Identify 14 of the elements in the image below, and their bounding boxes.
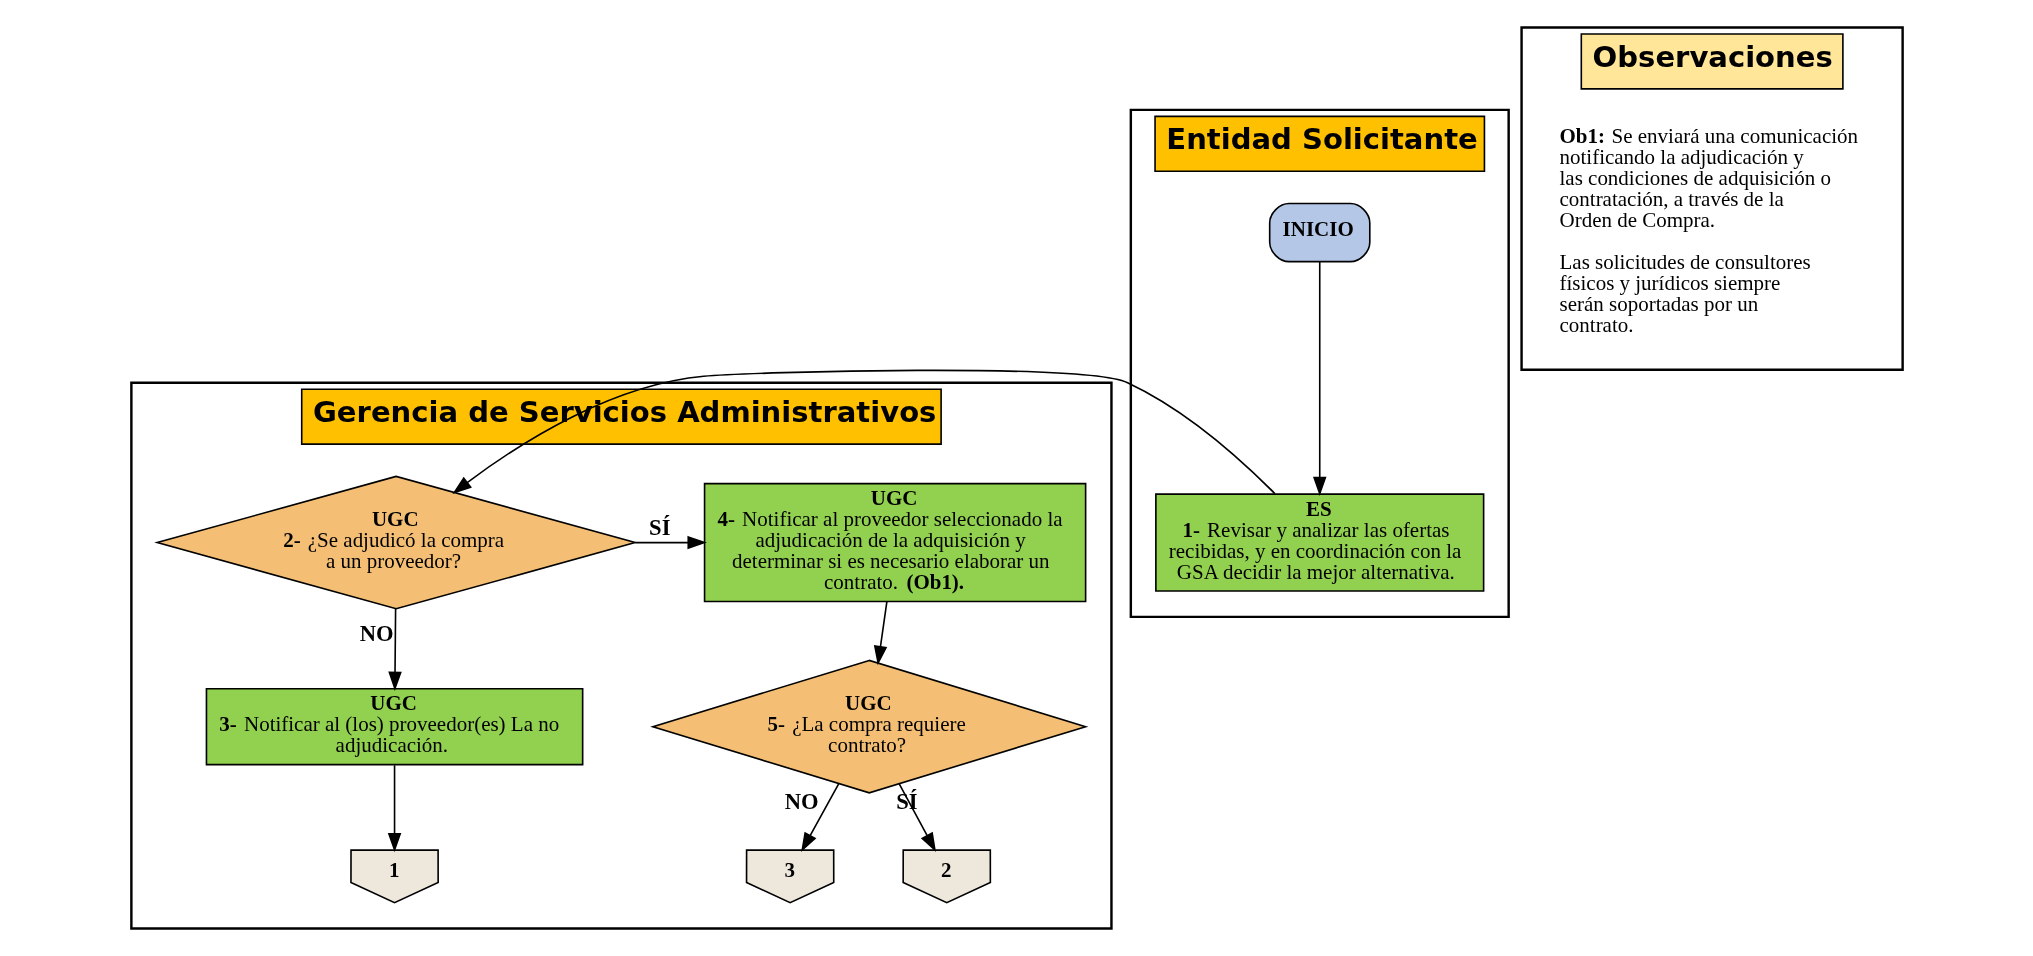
edge-label: NO — [359, 621, 394, 647]
arrow — [873, 601, 888, 666]
arrow — [387, 608, 402, 691]
arrow — [1312, 261, 1327, 497]
node-box: UGC 4- Notificar al proveedor seleccionado la adjudicación de la adquisición y determinar si es necesario elaborar un contrato. (Ob1). — [703, 482, 1086, 603]
node-box: ES 1- Revisar y analizar las ofertas recibidas, y en coordinación con la GSA decidir la mejor alternativa. — [1154, 493, 1484, 592]
node-text: Ob1: Se enviará una comunicación notificando la adjudicación y las condiciones de adquisición o contratación, a través de la Orden de Compra. Las solicitudes de consultores físicos y jurídicos siempre serán soportadas por un contrato. — [1559, 123, 1858, 337]
node-box: INICIO — [1268, 202, 1371, 263]
arrow — [451, 369, 1276, 495]
arrow — [387, 764, 401, 853]
edge-label: SÍ — [648, 514, 670, 540]
arrow — [800, 783, 839, 853]
node-box: UGC 3- Notificar al (los) proveedor(es) La no adjudicación. — [205, 687, 583, 766]
arrow — [634, 535, 707, 550]
